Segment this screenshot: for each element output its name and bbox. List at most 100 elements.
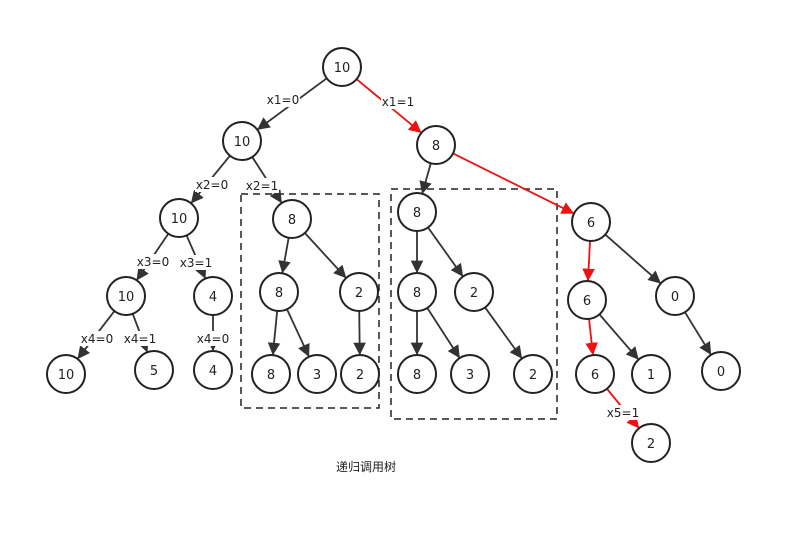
- node-circle: [297, 354, 337, 394]
- node-circle: [193, 276, 233, 316]
- edge-label-background: [266, 92, 300, 107]
- tree-node-n7: 10: [106, 276, 146, 316]
- edge-label-n1-n3: x2=0: [196, 178, 228, 192]
- node-value: 6: [587, 216, 595, 231]
- node-value: 8: [413, 286, 421, 301]
- node-value: 8: [413, 206, 421, 221]
- dashed-box-right-subtree: [390, 188, 558, 420]
- edges-layer: [77, 77, 712, 429]
- node-value: 3: [466, 368, 474, 383]
- edge-n2-n5: [419, 163, 432, 194]
- tree-node-n2: 8: [416, 125, 456, 165]
- tree-node-n21: 8: [397, 354, 437, 394]
- node-value: 5: [150, 364, 158, 379]
- tree-node-n4: 8: [272, 199, 312, 239]
- node-circle: [46, 354, 86, 394]
- node-value: 8: [267, 368, 275, 383]
- diagram-caption: 递归调用树: [336, 459, 396, 474]
- tree-node-n6: 6: [571, 202, 611, 242]
- node-value: 2: [355, 286, 363, 301]
- edge-label-background: [196, 331, 230, 346]
- edge-n6-n14: [604, 233, 661, 284]
- tree-node-n17: 4: [193, 350, 233, 390]
- node-value: 2: [356, 368, 364, 383]
- node-value: 6: [591, 368, 599, 383]
- tree-node-n24: 6: [575, 354, 615, 394]
- edge-label-n0-n2: x1=1: [382, 95, 414, 109]
- edge-label-n3-n7: x3=0: [137, 255, 169, 269]
- edge-n5-n12: [427, 226, 464, 277]
- node-value: 4: [209, 364, 217, 379]
- node-circle: [655, 276, 695, 316]
- node-value: 2: [647, 437, 655, 452]
- tree-node-n1: 10: [222, 121, 262, 161]
- tree-node-n27: 2: [631, 423, 671, 463]
- tree-node-n18: 8: [251, 354, 291, 394]
- tree-node-n26: 0: [701, 351, 741, 391]
- tree-node-n25: 1: [631, 354, 671, 394]
- tree-node-n14: 0: [655, 276, 695, 316]
- edge-label-n7-n16: x4=1: [124, 332, 156, 346]
- node-circle: [454, 272, 494, 312]
- node-value: 8: [413, 368, 421, 383]
- edge-label-n8-n17: x4=0: [197, 332, 229, 346]
- node-value: 2: [529, 368, 537, 383]
- edge-label-background: [80, 331, 114, 346]
- tree-node-n0: 10: [322, 47, 362, 87]
- node-circle: [701, 351, 741, 391]
- node-circle: [397, 272, 437, 312]
- node-value: 10: [234, 135, 251, 150]
- tree-node-n9: 8: [259, 272, 299, 312]
- tree-node-n12: 2: [454, 272, 494, 312]
- node-circle: [322, 47, 362, 87]
- edge-n13-n25: [598, 313, 639, 360]
- edge-n12-n23: [484, 306, 523, 359]
- node-circle: [134, 350, 174, 390]
- node-value: 10: [118, 290, 135, 305]
- node-circle: [193, 350, 233, 390]
- edge-label-background: [606, 405, 640, 420]
- node-value: 6: [583, 294, 591, 309]
- node-value: 10: [58, 368, 75, 383]
- node-value: 0: [717, 365, 725, 380]
- tree-node-n11: 8: [397, 272, 437, 312]
- node-value: 8: [432, 139, 440, 154]
- edge-label-background: [123, 331, 157, 346]
- edge-label-background: [195, 177, 229, 192]
- node-circle: [631, 354, 671, 394]
- node-circle: [631, 423, 671, 463]
- tree-node-n19: 3: [297, 354, 337, 394]
- node-circle: [397, 354, 437, 394]
- edge-label-background: [381, 94, 415, 109]
- node-circle: [397, 192, 437, 232]
- node-circle: [416, 125, 456, 165]
- tree-node-n5: 8: [397, 192, 437, 232]
- tree-node-n15: 10: [46, 354, 86, 394]
- node-circle: [340, 354, 380, 394]
- edge-label-n1-n4: x2=1: [246, 179, 278, 193]
- edge-n10-n20: [353, 310, 366, 356]
- node-value: 10: [171, 212, 188, 227]
- node-circle: [222, 121, 262, 161]
- edge-n9-n19: [286, 308, 310, 357]
- tree-node-n10: 2: [339, 272, 379, 312]
- tree-node-n13: 6: [567, 280, 607, 320]
- tree-node-n8: 4: [193, 276, 233, 316]
- node-circle: [339, 272, 379, 312]
- node-circle: [567, 280, 607, 320]
- edge-label-background: [179, 255, 213, 270]
- tree-node-n23: 2: [513, 354, 553, 394]
- edge-n13-n24-highlighted: [585, 318, 598, 356]
- node-circle: [450, 354, 490, 394]
- node-circle: [106, 276, 146, 316]
- node-value: 4: [209, 290, 217, 305]
- edge-n2-n6-highlighted: [452, 152, 575, 214]
- node-circle: [259, 272, 299, 312]
- node-value: 3: [313, 368, 321, 383]
- node-value: 1: [647, 368, 655, 383]
- edge-n11-n22: [426, 307, 460, 359]
- edge-n4-n9: [278, 237, 291, 274]
- edge-label-background: [136, 254, 170, 269]
